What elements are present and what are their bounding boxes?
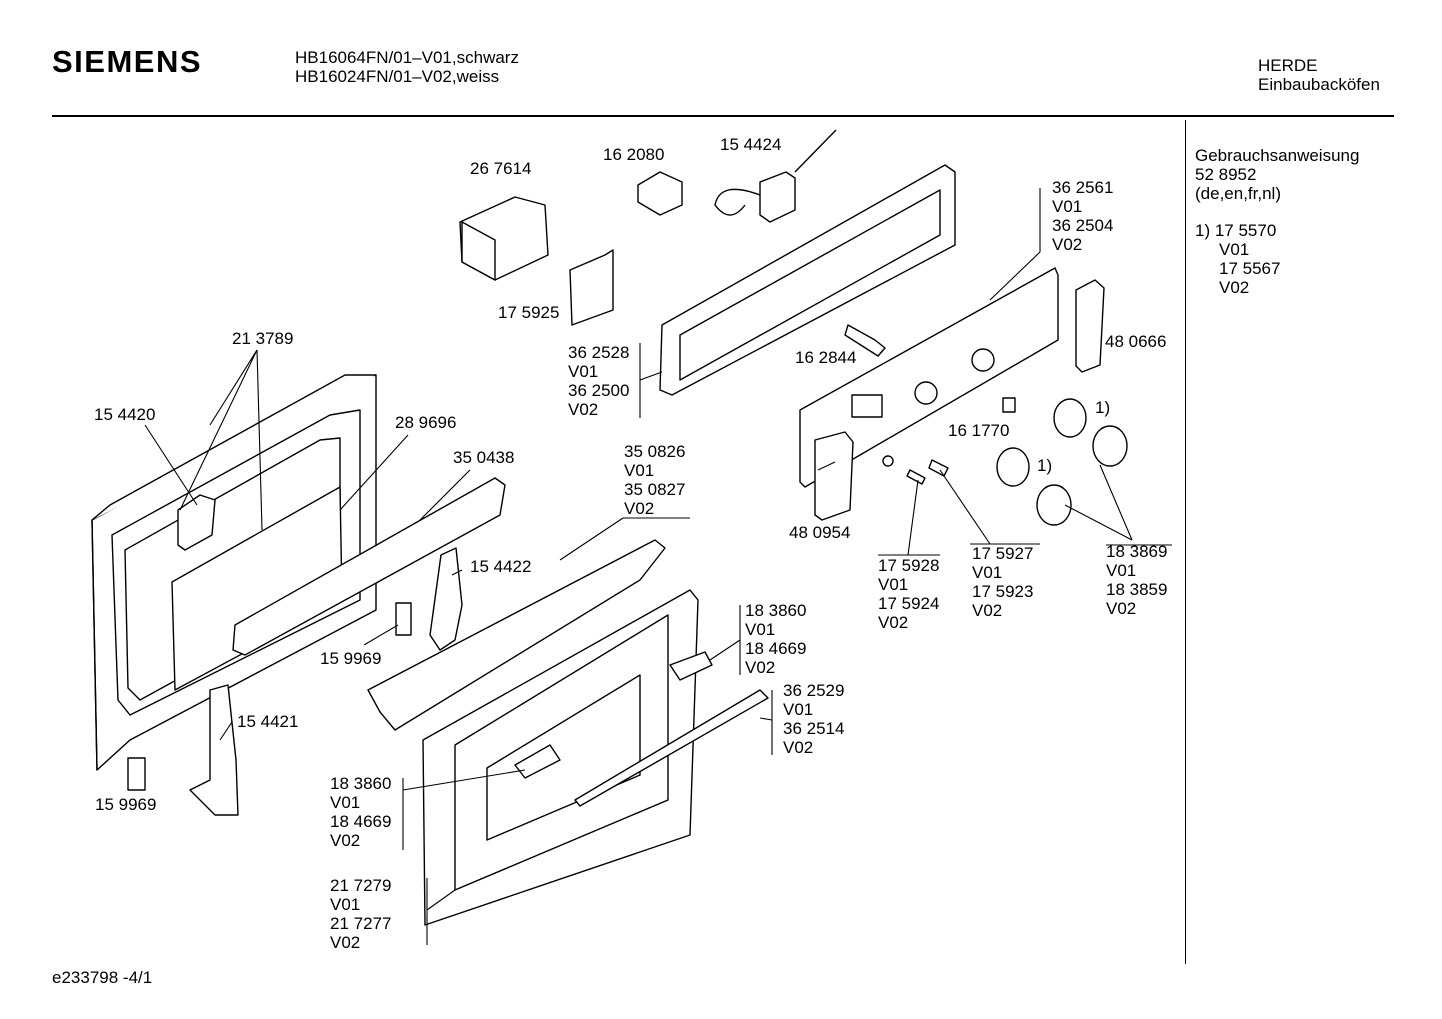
thermostat bbox=[759, 171, 796, 223]
manual-note: Gebrauchsanweisung 52 8952 (de,en,fr,nl) bbox=[1195, 146, 1359, 203]
brand-logo: SIEMENS bbox=[52, 44, 203, 79]
control-frame bbox=[659, 164, 956, 396]
part-label-480954: 48 0954 bbox=[789, 523, 851, 542]
document-id: e233798 -4/1 bbox=[52, 968, 153, 987]
screw bbox=[928, 459, 949, 477]
footnote-line: V01 bbox=[1219, 240, 1250, 259]
screw bbox=[906, 469, 926, 485]
part-label-154422: 15 4422 bbox=[470, 557, 532, 576]
category-line: Einbaubacköfen bbox=[1258, 75, 1380, 94]
footnote-block: 1) 17 5570 V01 17 5567 V02 bbox=[1195, 221, 1280, 297]
part-label-154421: 15 4421 bbox=[237, 712, 299, 731]
control-knob bbox=[1036, 484, 1072, 526]
rotary-switch bbox=[637, 171, 683, 216]
bezel-ring bbox=[1053, 398, 1087, 438]
part-label-350438: 35 0438 bbox=[453, 448, 515, 467]
thermostat-capillary bbox=[714, 129, 837, 216]
door-rail bbox=[232, 477, 506, 656]
lamp-holder bbox=[844, 324, 886, 357]
control-knob bbox=[1092, 425, 1128, 467]
model-list: HB16064FN/01–V01,schwarz HB16024FN/01–V0… bbox=[295, 48, 519, 86]
part-label-154424: 15 4424 bbox=[720, 135, 782, 154]
footnote-line: V02 bbox=[1219, 278, 1250, 297]
bezel-ring bbox=[996, 447, 1030, 487]
manual-line: 52 8952 bbox=[1195, 165, 1257, 184]
oven-door bbox=[422, 589, 699, 926]
control-panel-fascia bbox=[799, 267, 1059, 488]
footnote-line: 17 5567 bbox=[1219, 259, 1281, 278]
footnote-marker: 1) bbox=[1037, 456, 1053, 475]
part-label-154420: 15 4420 bbox=[94, 405, 156, 424]
footnote-line: 1) 17 5570 bbox=[1195, 221, 1277, 240]
small-block bbox=[127, 757, 146, 791]
part-label-161770: 16 1770 bbox=[948, 421, 1010, 440]
small-block bbox=[395, 602, 412, 636]
part-label-175925: 17 5925 bbox=[498, 303, 560, 322]
part-label-162080: 16 2080 bbox=[603, 145, 665, 164]
part-label-480666: 48 0666 bbox=[1105, 332, 1167, 351]
footnote-marker: 1) bbox=[1095, 398, 1111, 417]
header-divider bbox=[52, 115, 1394, 117]
lamp-socket bbox=[882, 455, 894, 467]
part-label-213789: 21 3789 bbox=[232, 329, 294, 348]
handle-holder bbox=[669, 651, 713, 681]
hinge bbox=[429, 547, 463, 651]
manual-line: Gebrauchsanweisung bbox=[1195, 146, 1360, 165]
part-label-159969-b: 15 9969 bbox=[95, 795, 157, 814]
hinge bbox=[189, 684, 239, 816]
part-label-162844: 16 2844 bbox=[795, 348, 857, 367]
model-line: HB16024FN/01–V02,weiss bbox=[295, 67, 500, 86]
category-block: HERDE Einbaubacköfen bbox=[1258, 56, 1380, 94]
manual-line: (de,en,fr,nl) bbox=[1195, 184, 1281, 203]
trim-piece bbox=[1075, 279, 1105, 373]
handle-holder bbox=[514, 744, 561, 779]
timer-module bbox=[459, 196, 549, 281]
part-label-267614: 26 7614 bbox=[470, 159, 532, 178]
door-frame-rail bbox=[367, 539, 666, 731]
side-bracket bbox=[177, 494, 216, 551]
category-line: HERDE bbox=[1258, 56, 1318, 75]
trim-piece bbox=[814, 431, 854, 521]
model-line: HB16064FN/01–V01,schwarz bbox=[295, 48, 519, 67]
door-handle bbox=[574, 689, 769, 807]
insulation-plate bbox=[569, 249, 614, 326]
part-label-159969: 15 9969 bbox=[320, 649, 382, 668]
side-divider bbox=[1185, 120, 1186, 964]
switch-cap bbox=[1002, 397, 1016, 413]
part-label-289696: 28 9696 bbox=[395, 413, 457, 432]
